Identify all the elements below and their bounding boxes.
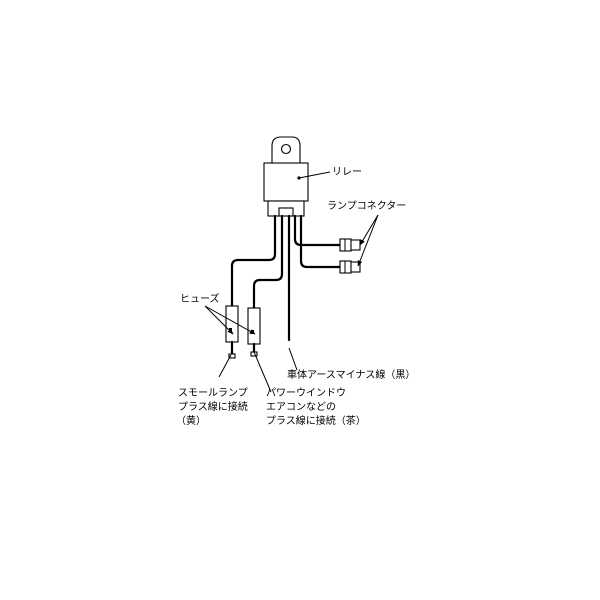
relay-mounting-hole	[280, 143, 292, 155]
label-lamp-connector: ランプコネクター	[327, 200, 406, 212]
leader-lines	[204, 171, 379, 393]
lamp-connector-upper	[339, 238, 361, 252]
wire-lamp-connector-lower	[299, 214, 342, 269]
relay	[263, 136, 309, 217]
label-fuse: ヒューズ	[180, 292, 220, 305]
lamp-connector-lower	[339, 260, 361, 274]
fuse-power-window	[247, 307, 261, 357]
label-power-window-line2: エアコンなどの	[266, 401, 336, 413]
label-ground-wire: 車体アースマイナス線（黒）	[287, 368, 415, 381]
relay-wires	[230, 214, 342, 342]
wire-power-window	[252, 214, 284, 310]
wire-small-lamp	[230, 214, 277, 308]
relay-socket	[278, 207, 294, 217]
fuse-small-lamp	[225, 305, 239, 359]
label-small-lamp-line2: プラス線に接続	[178, 400, 248, 413]
relay-body	[263, 162, 309, 202]
label-power-window-line3: プラス線に接続（茶）	[266, 414, 366, 427]
labels: リレー ランプコネクター ヒューズ 車体アースマイナス線（黒） スモールランプ …	[176, 167, 415, 427]
label-power-window-line1: パワーウインドウ	[266, 387, 346, 399]
label-small-lamp-line1: スモールランプ	[178, 387, 248, 399]
label-relay: リレー	[332, 167, 362, 178]
label-small-lamp-line3: （黄）	[176, 414, 206, 427]
